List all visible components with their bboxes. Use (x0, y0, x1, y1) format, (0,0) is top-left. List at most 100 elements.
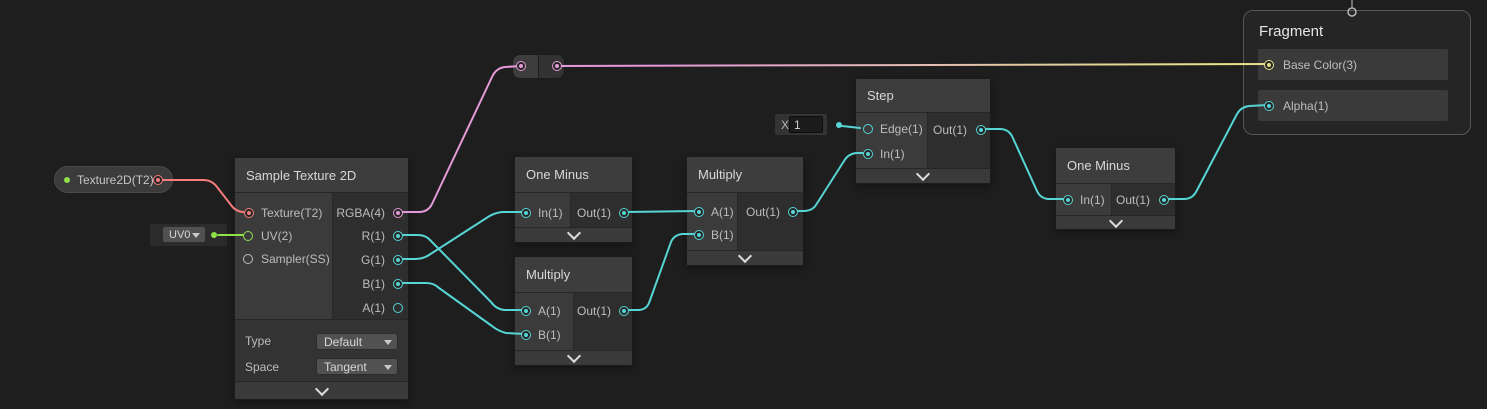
node-header[interactable]: One Minus (515, 157, 632, 193)
slot-label: Alpha(1) (1283, 99, 1329, 113)
node-title: One Minus (526, 167, 589, 182)
node-title: Step (867, 88, 894, 103)
fragment-title: Fragment (1259, 23, 1324, 40)
port-multiply1-a[interactable] (521, 306, 531, 316)
port-r1-out[interactable] (393, 231, 403, 241)
port-multiply2-a[interactable] (694, 207, 704, 217)
edge-oneminus-to-multiply2-a[interactable] (622, 210, 699, 213)
control-label: Type (245, 334, 272, 348)
port-texture-t2-in[interactable] (244, 208, 254, 218)
slot-label: Base Color(3) (1283, 58, 1358, 72)
port-alpha-in[interactable] (1264, 101, 1274, 111)
edge-xdefault-to-step-edge[interactable] (841, 125, 861, 129)
port-label: Texture(T2) (261, 206, 323, 220)
port-label: RGBA(4) (336, 206, 385, 220)
port-multiply1-out[interactable] (619, 306, 629, 316)
type-dropdown[interactable]: Default (316, 333, 398, 350)
port-g1-out[interactable] (393, 255, 403, 265)
collapse-button[interactable] (1056, 213, 1175, 229)
edge-multiply1-to-multiply2-b[interactable] (622, 233, 699, 311)
node-header[interactable]: Multiply (515, 257, 632, 293)
dropdown-arrow-icon (384, 364, 392, 370)
collapse-button[interactable] (515, 225, 632, 242)
edge-oneminus2-to-alpha[interactable] (1162, 104, 1269, 200)
node-redirect[interactable] (512, 54, 565, 79)
chevron-down-icon (915, 166, 931, 182)
port-multiply1-b[interactable] (521, 330, 531, 340)
port-label: Out(1) (576, 206, 611, 220)
port-label: Out(1) (745, 205, 780, 219)
node-fragment-context[interactable]: Fragment Base Color(3) Alpha(1) (1243, 10, 1471, 135)
port-multiply2-b[interactable] (694, 230, 704, 240)
port-label: R(1) (361, 229, 385, 243)
port-label: Out(1) (576, 304, 611, 318)
node-multiply-bottom[interactable]: Multiply A(1) B(1) Out(1) (514, 256, 633, 366)
collapse-button[interactable] (235, 381, 408, 399)
port-oneminus1-out[interactable] (619, 208, 629, 218)
node-step[interactable]: Step Edge(1) In(1) Out(1) (855, 78, 991, 184)
node-multiply-right[interactable]: Multiply A(1) B(1) Out(1) (686, 156, 804, 266)
space-dropdown[interactable]: Tangent (316, 358, 398, 375)
port-step-edge[interactable] (863, 124, 873, 134)
port-multiply2-out[interactable] (788, 207, 798, 217)
edge-property-to-texture[interactable] (160, 179, 249, 213)
port-oneminus1-in[interactable] (521, 208, 531, 218)
edge-r-to-multiply-a[interactable] (396, 234, 526, 311)
redirect-port-out[interactable] (552, 61, 562, 71)
port-step-in[interactable] (863, 149, 873, 159)
uv-default-widget: UV0 (150, 224, 227, 246)
port-oneminus2-out[interactable] (1159, 195, 1169, 205)
edge-step-to-oneminus2-in[interactable] (979, 128, 1068, 200)
uv-channel-dropdown[interactable]: UV0 (162, 226, 206, 243)
edge-value-input[interactable] (789, 116, 823, 133)
input-column (687, 193, 738, 254)
redirect-port-in[interactable] (516, 61, 526, 71)
collapse-button[interactable] (856, 166, 990, 183)
port-step-out[interactable] (976, 125, 986, 135)
property-node-texture2d[interactable]: Texture2D(T2) (54, 166, 173, 193)
port-basecolor-in[interactable] (1264, 60, 1274, 70)
port-uv2-in[interactable] (243, 231, 253, 241)
uv-channel-value: UV0 (169, 228, 191, 241)
node-sample-texture-2d[interactable]: Sample Texture 2D Texture(T2) UV(2) Samp… (234, 157, 409, 400)
edge-redirect-to-basecolor[interactable] (556, 63, 1269, 67)
edge-g-to-oneminus-in[interactable] (396, 211, 526, 260)
chevron-down-icon (1108, 213, 1123, 228)
port-oneminus2-in[interactable] (1063, 195, 1073, 205)
port-rgba4-out[interactable] (393, 208, 403, 218)
port-label: Out(1) (932, 123, 967, 137)
node-header[interactable]: One Minus (1056, 148, 1175, 184)
collapse-button[interactable] (515, 348, 632, 365)
chevron-down-icon (566, 348, 581, 364)
port-label: A(1) (362, 301, 385, 315)
port-b1-out[interactable] (393, 279, 403, 289)
port-label: Edge(1) (880, 122, 923, 136)
node-title: Multiply (526, 267, 571, 282)
edge-b-to-multiply-b[interactable] (396, 282, 526, 335)
node-header[interactable]: Multiply (687, 157, 803, 193)
edge-rgba-to-redirect[interactable] (396, 65, 522, 213)
port-a1-out[interactable] (393, 303, 403, 313)
port-sampler-ss-in[interactable] (243, 254, 253, 264)
edge-multiply2-to-step-in[interactable] (791, 152, 868, 212)
node-one-minus-left[interactable]: One Minus In(1) Out(1) (514, 156, 633, 243)
port-label: Out(1) (1115, 193, 1150, 207)
input-column (515, 293, 574, 353)
port-label: G(1) (361, 253, 385, 267)
node-header[interactable]: Step (856, 79, 990, 113)
x-component-label: X (781, 117, 790, 132)
chevron-down-icon (314, 381, 329, 396)
collapse-button[interactable] (687, 248, 803, 265)
node-one-minus-right[interactable]: One Minus In(1) Out(1) (1055, 147, 1176, 230)
input-column (856, 113, 928, 171)
drag-handle-circle-icon[interactable] (1347, 7, 1357, 17)
node-header[interactable]: Sample Texture 2D (235, 158, 408, 193)
port-texture2d-property-output[interactable] (153, 175, 163, 185)
type-dropdown-value: Default (324, 334, 363, 349)
dropdown-arrow-icon (384, 339, 392, 345)
uv-connector-dot-icon (211, 232, 217, 238)
port-label: A(1) (711, 205, 734, 219)
port-label: In(1) (538, 206, 563, 220)
chevron-down-icon (566, 225, 581, 241)
